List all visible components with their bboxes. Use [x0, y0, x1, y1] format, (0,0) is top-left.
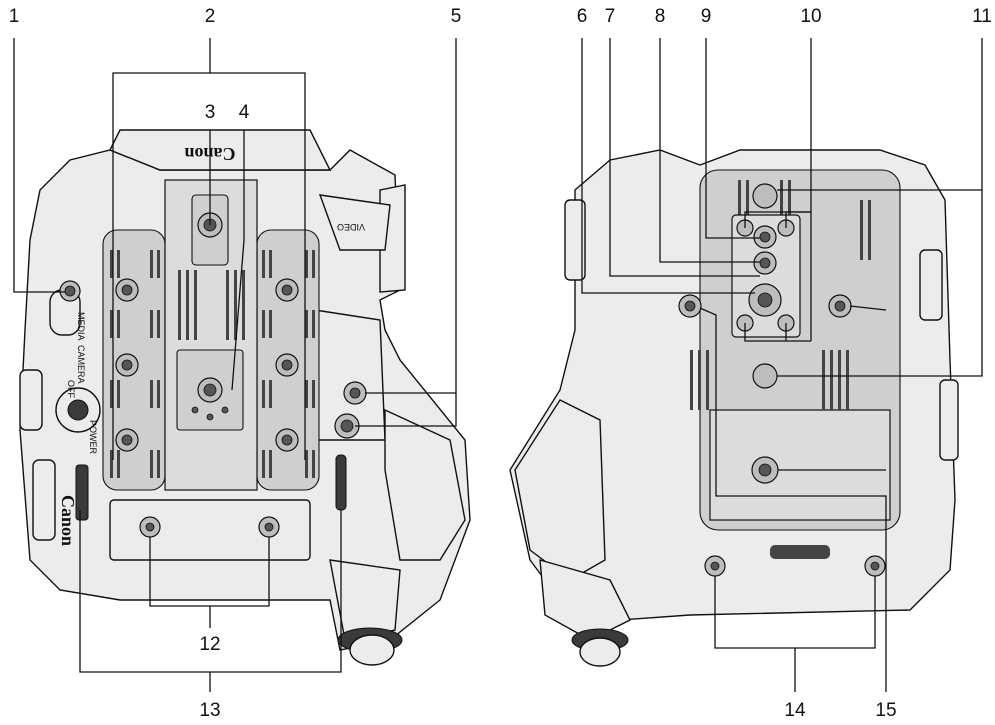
camera-right-view [509, 149, 959, 667]
callout-1: 1 [9, 6, 20, 27]
brand-logo-side: Canon [58, 495, 78, 546]
callout-8: 8 [655, 6, 666, 27]
camera-label: CAMERA [76, 345, 86, 384]
off-label: OFF [66, 380, 76, 398]
callout-5: 5 [451, 6, 462, 27]
video-label: VIDEO [337, 222, 365, 232]
callout-7: 7 [605, 6, 616, 27]
callout-11: 11 [972, 6, 992, 27]
right-rail-vents [262, 250, 315, 478]
callout-4: 4 [239, 102, 250, 123]
rail-screw-holes [115, 278, 299, 452]
media-label: MEDIA [76, 312, 86, 341]
callout-15: 15 [875, 700, 896, 721]
center-panel-vents [178, 270, 245, 340]
callout-14: 14 [784, 700, 806, 721]
callout-13: 13 [199, 700, 220, 721]
callout-3: 3 [205, 102, 216, 123]
plate-vents [690, 180, 871, 410]
power-label: POWER [88, 420, 98, 455]
left-rail-vents [110, 250, 160, 478]
leader-lines [13, 38, 983, 692]
callout-9: 9 [701, 6, 712, 27]
callout-numbers: 1 2 3 4 5 6 7 8 9 10 11 12 13 14 15 [9, 6, 992, 721]
callout-10: 10 [800, 6, 821, 27]
callout-2: 2 [205, 6, 216, 27]
camera-left-view: Canon Canon VIDEO POWER MEDIA CAMERA OFF [19, 129, 471, 666]
callout-6: 6 [577, 6, 588, 27]
callout-12: 12 [199, 634, 220, 655]
